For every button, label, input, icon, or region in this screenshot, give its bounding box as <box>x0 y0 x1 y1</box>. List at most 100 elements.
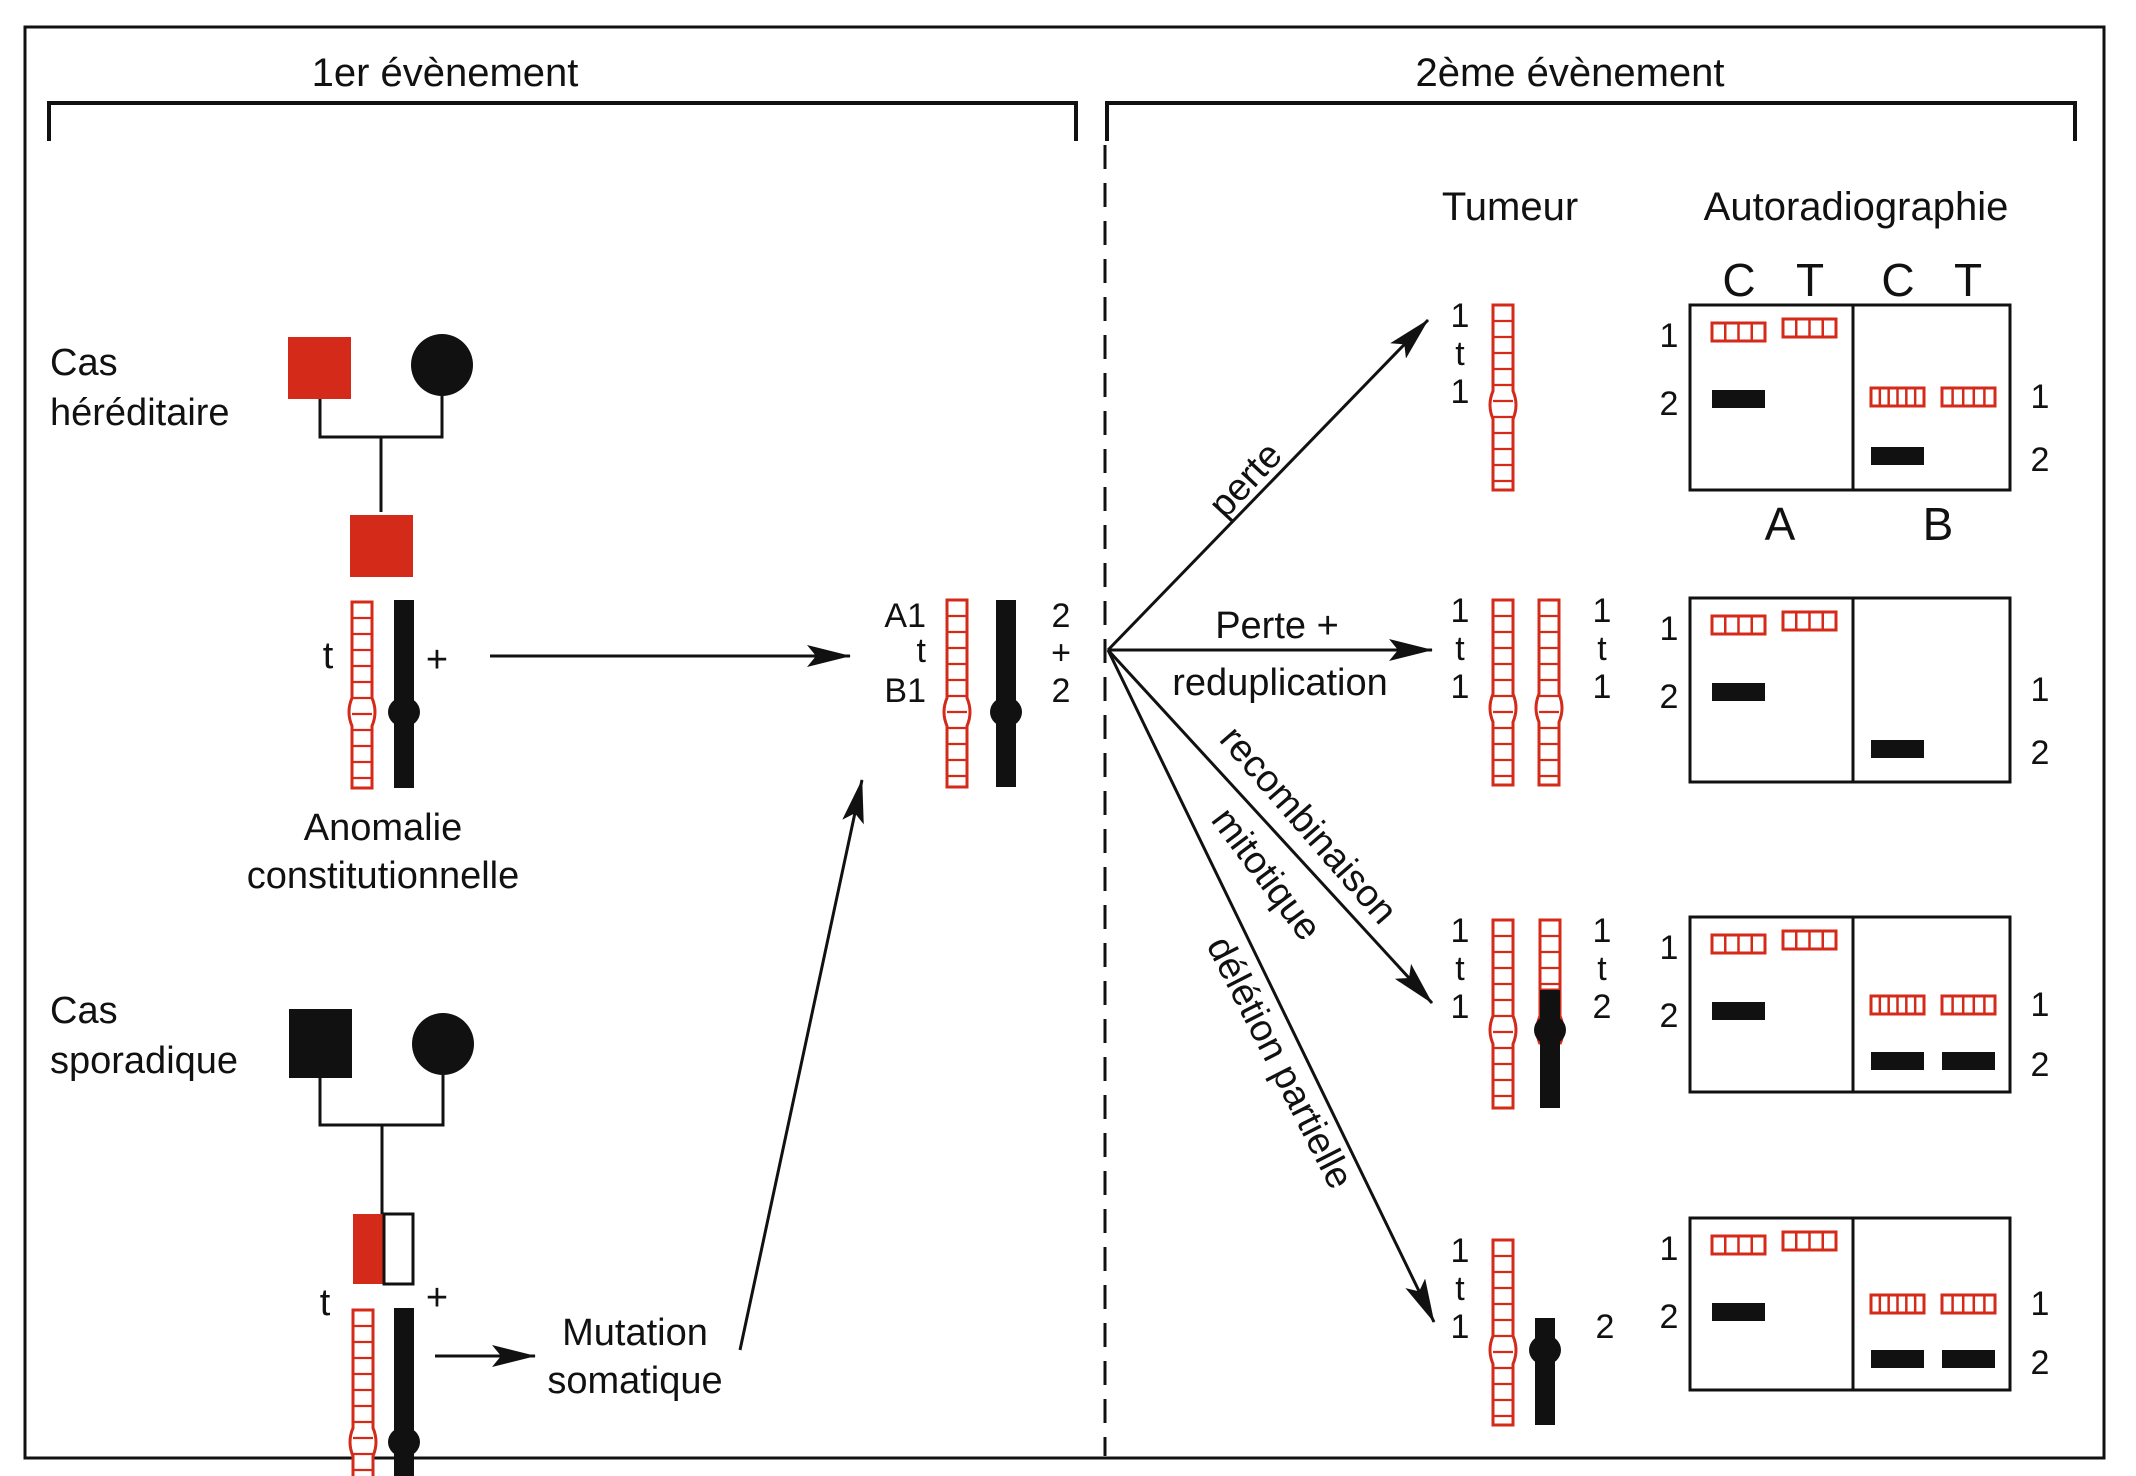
outer-frame <box>23 25 2106 1460</box>
mutation-label-1: Mutation <box>562 1312 708 1354</box>
father-affected-square <box>288 337 351 399</box>
blot-band-black <box>1712 1002 1765 1020</box>
chromosome-outline <box>1488 1238 1518 1427</box>
tumour-row-1: 1t1 <box>1451 297 1518 492</box>
arrow-recombinaison <box>1106 648 1434 1005</box>
blot-row-label-right: 1 <box>2031 986 2050 1024</box>
lane-label-T-A: T <box>1796 254 1824 306</box>
tumour-chromosome-2 <box>1534 598 1564 787</box>
second-event-title: 2ème évènement <box>1415 51 1724 95</box>
lane-label-C-B: C <box>1881 254 1914 306</box>
tumour-label-right: 1 <box>1593 592 1612 630</box>
blot-row-label-right: 2 <box>2031 734 2050 772</box>
blot-band-red <box>1869 386 1926 408</box>
chromosome-body <box>394 600 414 788</box>
tumour-label-right: t <box>1597 950 1607 988</box>
tumour-label-left: 1 <box>1451 1232 1470 1270</box>
blot-row-label-right: 2 <box>2031 1344 2050 1382</box>
event-label-reduplication: reduplication <box>1172 662 1387 704</box>
blot-band-red <box>1781 317 1838 339</box>
chromosome-t-hereditary <box>347 600 377 790</box>
hereditary-label-2: héréditaire <box>50 392 230 434</box>
blot-band-black <box>1871 447 1924 465</box>
arrow-deletion <box>1106 649 1436 1323</box>
blot-row-label-left: 2 <box>1660 1298 1679 1336</box>
pedigree-lines-sporadic <box>318 1075 445 1214</box>
centromere <box>388 1427 420 1457</box>
mutation-label-2: somatique <box>547 1360 722 1402</box>
tumour-label-left: 1 <box>1451 373 1470 411</box>
chromosome-outline <box>1534 598 1564 787</box>
blot-band-red <box>1869 1293 1926 1315</box>
chromosome-pair-hereditary <box>347 600 420 790</box>
center-right-label-2a: 2 <box>1052 597 1071 635</box>
blot-band-red <box>1869 994 1926 1016</box>
tumour-label-left: t <box>1455 630 1465 668</box>
band-outline <box>1940 994 1997 1016</box>
column-autoradiographie: Autoradiographie <box>1704 185 2009 229</box>
blot-row-label-left: 2 <box>1660 997 1679 1035</box>
panel-label-A: A <box>1765 498 1796 550</box>
blot-band-red <box>1781 1230 1838 1252</box>
centromere <box>1529 1335 1561 1365</box>
event-label-perte-plus: Perte + <box>1215 605 1339 647</box>
blot-row-label-right: 1 <box>2031 1285 2050 1323</box>
blot-row-label-left: 1 <box>1660 610 1679 648</box>
chromosome-outline <box>347 600 377 790</box>
chromosome-body <box>1535 1318 1555 1425</box>
tumour-label-left: 1 <box>1451 297 1470 335</box>
allele-plus-hereditary: + <box>426 639 448 681</box>
tumour-label-right: 1 <box>1593 668 1612 706</box>
chromosome-pair-center <box>942 598 1022 789</box>
tumour-label-left: t <box>1455 335 1465 373</box>
blot-band-red <box>1940 386 1997 408</box>
mother-circle-sporadic <box>412 1013 474 1075</box>
chromosome-plus-sporadic <box>388 1308 420 1476</box>
blot-row-label-right: 2 <box>2031 441 2050 479</box>
allele-t-sporadic: t <box>320 1282 331 1324</box>
child-half-square-open <box>382 1212 415 1286</box>
chromosome-pair-sporadic <box>348 1308 420 1476</box>
tumour-label-right: 2 <box>1596 1308 1615 1346</box>
father-square <box>289 1009 352 1078</box>
caption-anomalie: Anomalie <box>304 807 462 849</box>
chromosome-body <box>1540 990 1560 1108</box>
chromosome-t-sporadic <box>348 1308 378 1476</box>
chromosome-outline <box>1488 598 1518 787</box>
tumour-label-left: 1 <box>1451 988 1470 1026</box>
first-event-bracket <box>47 101 1078 141</box>
chromosome-plus-hereditary <box>388 600 420 788</box>
blot-band-black <box>1942 1052 1995 1070</box>
blot-band-black <box>1871 1052 1924 1070</box>
tumour-label-left: 1 <box>1451 912 1470 950</box>
center-left-label-B1: B1 <box>884 672 926 710</box>
chromosome-body <box>996 600 1016 787</box>
tumour-label-right: 2 <box>1593 988 1612 1026</box>
tumour-label-left: 1 <box>1451 592 1470 630</box>
tumour-chromosome-2-lower <box>1534 990 1566 1108</box>
blot-row-label-right: 2 <box>2031 1046 2050 1084</box>
centromere <box>388 697 420 727</box>
caption-constitutionnelle: constitutionnelle <box>247 855 520 897</box>
blot-band-black <box>1712 390 1765 408</box>
blot-band-red <box>1781 610 1838 632</box>
tumour-chromosome-2-deleted <box>1529 1318 1561 1425</box>
blot-band-red <box>1710 321 1767 343</box>
pedigree-lines-hereditary <box>318 396 444 512</box>
arrow-perte <box>1106 318 1430 652</box>
tumour-label-left: 1 <box>1451 668 1470 706</box>
lane-label-T-B: T <box>1954 254 1982 306</box>
center-right-label-plus: + <box>1051 634 1071 672</box>
tumour-label-left: 1 <box>1451 1308 1470 1346</box>
blot-band-red <box>1781 929 1838 951</box>
band-outline <box>1940 386 1997 408</box>
allele-t-hereditary: t <box>323 635 334 677</box>
sporadic-label-1: Cas <box>50 990 118 1032</box>
